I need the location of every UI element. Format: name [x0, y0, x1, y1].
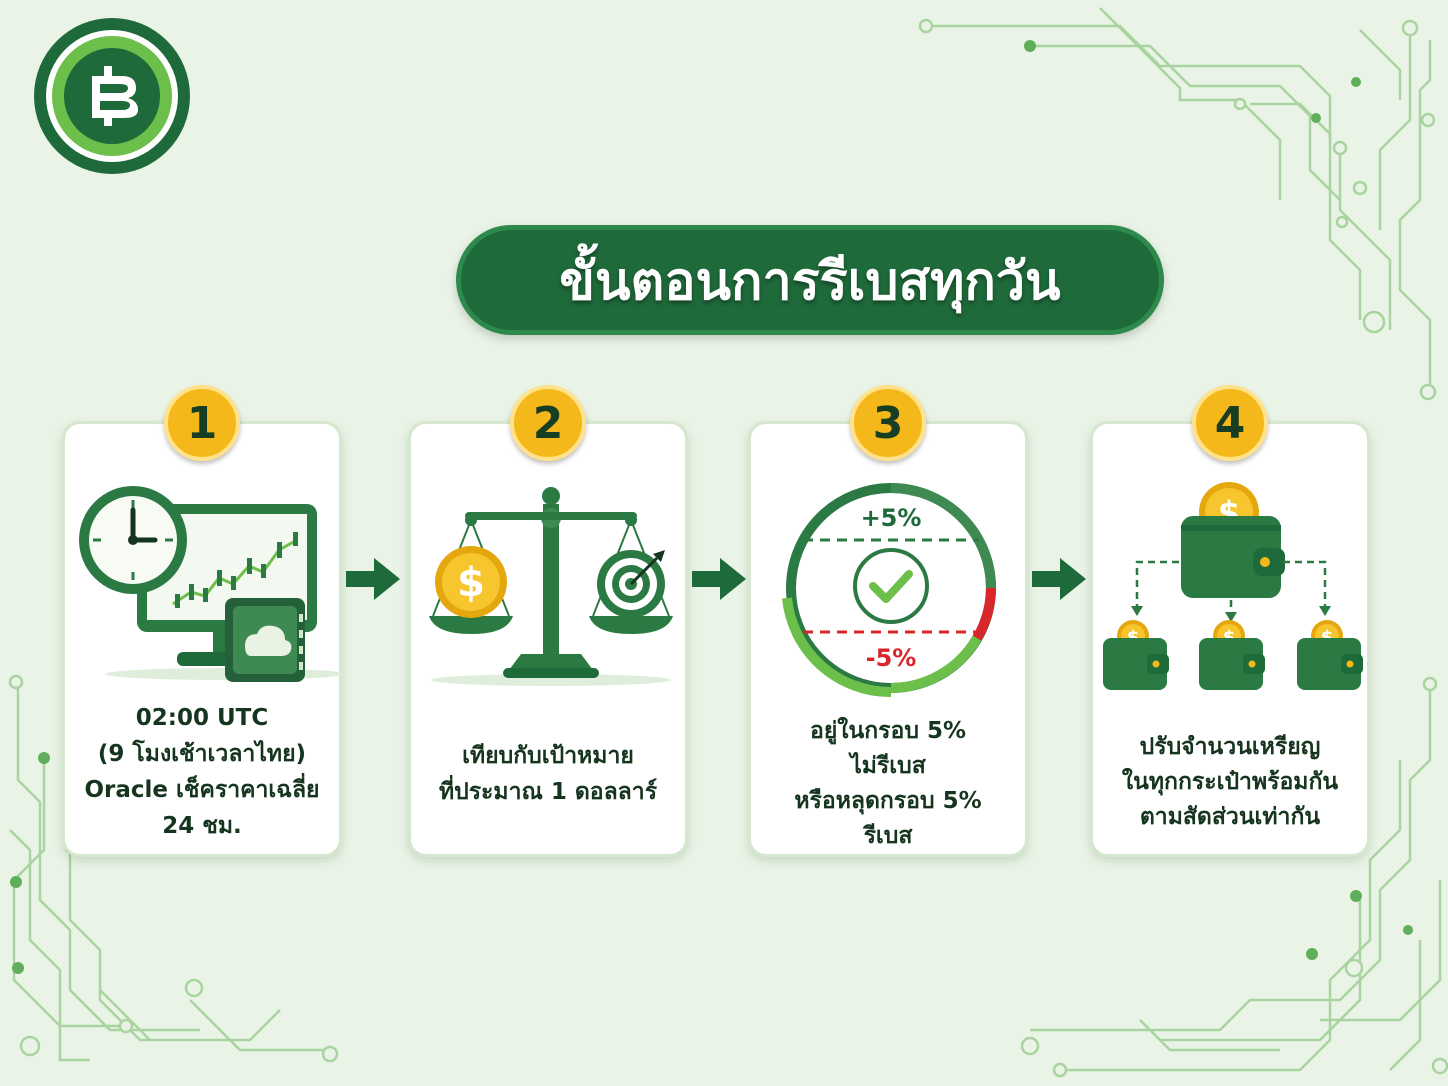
- arrow-right-icon: [692, 558, 746, 600]
- threshold-gauge-icon: +5% -5%: [782, 483, 996, 698]
- step-number-badge: 4: [1192, 385, 1268, 461]
- wallet-distribution-icon: $ $ $: [1103, 482, 1363, 690]
- upper-threshold-label: +5%: [861, 504, 922, 532]
- step-description: เทียบกับเป้าหมาย ที่ประมาณ 1 ดอลลาร์: [421, 738, 675, 810]
- step-description: อยู่ในกรอบ 5% ไม่รีเบส หรือหลุดกรอบ 5% ร…: [761, 714, 1015, 854]
- step-line: (9 โมงเช้าเวลาไทย): [97, 741, 307, 767]
- page-title: ขั้นตอนการรีเบสทุกวัน: [456, 225, 1164, 335]
- baht-coin-logo: [34, 18, 190, 174]
- arrow-right-icon: [1032, 558, 1086, 600]
- step-line: 02:00 UTC: [135, 705, 269, 731]
- step-number-badge: 2: [510, 385, 586, 461]
- step-line: Oracle เช็คราคาเฉลี่ย: [84, 777, 320, 803]
- step-card-4: 4 $ $ $: [1090, 385, 1370, 857]
- step-line: ที่ประมาณ 1 ดอลลาร์: [438, 779, 658, 805]
- step-line: ในทุกกระเป๋าพร้อมกัน: [1121, 769, 1339, 795]
- step-line: อยู่ในกรอบ 5%: [810, 718, 966, 744]
- step-line: ปรับจำนวนเหรียญ: [1139, 734, 1321, 760]
- step-card-2: 2 $ เทียบกับเป้าหมาย: [408, 385, 688, 857]
- step-description: ปรับจำนวนเหรียญ ในทุกกระเป๋าพร้อมกัน ตาม…: [1103, 730, 1357, 835]
- page-title-text: ขั้นตอนการรีเบสทุกวัน: [559, 251, 1061, 312]
- step-card-3: 3 +5% -5% อยู่ในกรอบ 5% ไม่รีเบส หรือหลุ…: [748, 385, 1028, 857]
- step-line: หรือหลุดกรอบ 5%: [794, 788, 982, 814]
- step-line: เทียบกับเป้าหมาย: [462, 743, 634, 769]
- step-card-1: 1: [62, 385, 345, 857]
- balance-scale-icon: $: [429, 487, 673, 686]
- step-number-badge: 3: [850, 385, 926, 461]
- step-line: ตามสัดส่วนเท่ากัน: [1139, 804, 1321, 830]
- step-description: 02:00 UTC (9 โมงเช้าเวลาไทย) Oracle เช็ค…: [75, 700, 329, 844]
- arrow-right-icon: [346, 558, 400, 600]
- step-line: รีเบส: [863, 823, 913, 849]
- clock-monitor-server-icon: [79, 486, 345, 682]
- step-number-badge: 1: [164, 385, 240, 461]
- step-line: ไม่รีเบส: [850, 753, 926, 779]
- lower-threshold-label: -5%: [866, 644, 917, 672]
- svg-text:$: $: [457, 560, 485, 606]
- step-line: 24 ชม.: [162, 813, 242, 839]
